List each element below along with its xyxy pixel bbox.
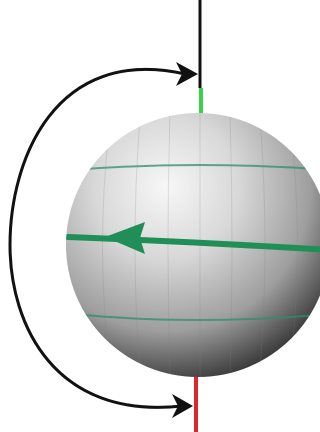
- sphere: [66, 113, 320, 377]
